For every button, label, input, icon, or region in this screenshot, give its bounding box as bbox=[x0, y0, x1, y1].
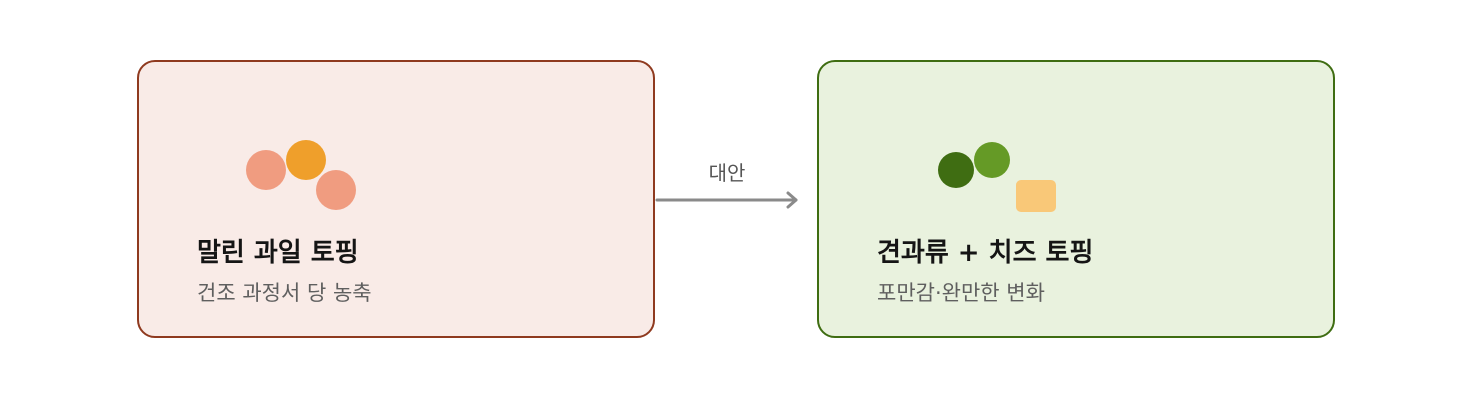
arrow-icon bbox=[655, 191, 798, 209]
dried-fruit-title: 말린 과일 토핑 bbox=[197, 238, 359, 268]
nut-icon bbox=[938, 152, 974, 188]
nuts-cheese-title: 견과류 + 치즈 토핑 bbox=[877, 238, 1094, 268]
dried-fruit-topping-node bbox=[137, 60, 655, 338]
dried-fruit-piece-icon bbox=[246, 150, 286, 190]
nuts-cheese-topping-node bbox=[817, 60, 1335, 338]
nut-icon bbox=[974, 142, 1010, 178]
cheese-cube-icon bbox=[1016, 180, 1056, 212]
dried-fruit-subtitle: 건조 과정서 당 농축 bbox=[197, 281, 372, 305]
dried-fruit-piece-icon bbox=[316, 170, 356, 210]
dried-fruit-piece-icon bbox=[286, 140, 326, 180]
nuts-cheese-subtitle: 포만감·완만한 변화 bbox=[877, 281, 1045, 305]
edge-label: 대안 bbox=[708, 161, 746, 185]
